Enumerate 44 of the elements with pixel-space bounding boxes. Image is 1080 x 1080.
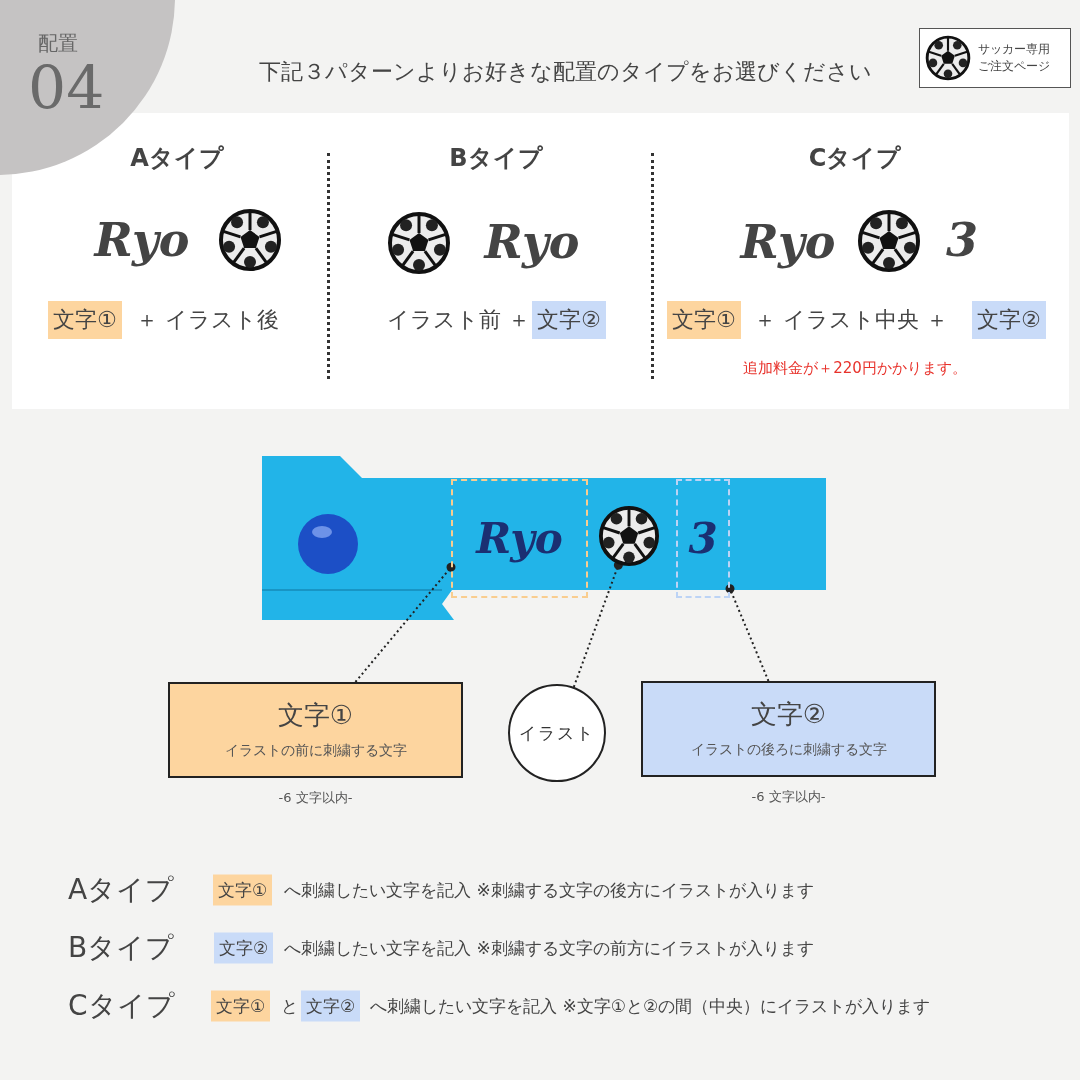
formula-text: ＋ イラスト後: [136, 309, 279, 331]
text-area-frame: [676, 479, 730, 598]
box-heading: 文字②: [749, 698, 828, 731]
heading: Aタイプ: [130, 146, 224, 170]
embroidered-text: 3: [688, 517, 718, 560]
type-label: Cタイプ: [68, 992, 175, 1020]
highlight-chip: 文字①: [667, 301, 741, 339]
heading: Bタイプ: [449, 146, 543, 170]
highlight-chip: 文字②: [214, 932, 274, 964]
heading: 下記３パターンよりお好きな配置のタイプをお選びください: [258, 58, 872, 86]
box-heading: イラスト: [519, 721, 595, 745]
leader-line: [354, 562, 456, 683]
type-label: Aタイプ: [68, 876, 175, 904]
formula-text: ＋ イラスト中央 ＋: [754, 309, 948, 331]
leader-line: [572, 560, 623, 688]
highlight-chip: 文字①: [211, 990, 271, 1022]
badge-number: 04: [28, 58, 105, 118]
type-label: Bタイプ: [68, 934, 175, 962]
highlight-chip: 文字②: [301, 990, 361, 1022]
heading: Cタイプ: [808, 146, 902, 170]
formula-text: イラスト前 ＋: [387, 309, 530, 331]
embroidered-text: 3: [946, 217, 978, 263]
box-caption: イラストの前に刺繍する文字: [223, 742, 408, 760]
box-caption: イラストの後ろに刺繍する文字: [689, 741, 888, 759]
badge-label: 配置: [38, 30, 78, 57]
label-box: [168, 682, 463, 778]
note-text: 追加料金が＋220円かかります。: [743, 360, 967, 376]
instruction-text: と: [281, 997, 298, 1015]
highlight-chip: 文字①: [48, 301, 122, 339]
instruction-text: へ刺繍したい文字を記入 ※刺繍する文字の前方にイラストが入ります: [284, 939, 814, 957]
leader-line: [725, 584, 770, 682]
soccer-ball-icon: [598, 505, 660, 567]
highlight-chip: 文字②: [972, 301, 1046, 339]
highlight-chip: 文字①: [213, 874, 273, 906]
link-text: サッカー専用ご注文ページ: [978, 41, 1051, 75]
note-text: -6 文字以内-: [751, 788, 826, 806]
box-heading: 文字①: [276, 699, 355, 732]
instruction-text: へ刺繍したい文字を記入 ※刺繍する文字の後方にイラストが入ります: [284, 881, 814, 899]
label-box: [641, 681, 936, 777]
highlight-chip: 文字②: [532, 301, 606, 339]
instruction-text: へ刺繍したい文字を記入 ※文字①と②の間（中央）にイラストが入ります: [370, 997, 931, 1015]
note-text: -6 文字以内-: [278, 789, 353, 807]
text-area-frame: [451, 479, 588, 598]
link-box: [919, 28, 1071, 88]
